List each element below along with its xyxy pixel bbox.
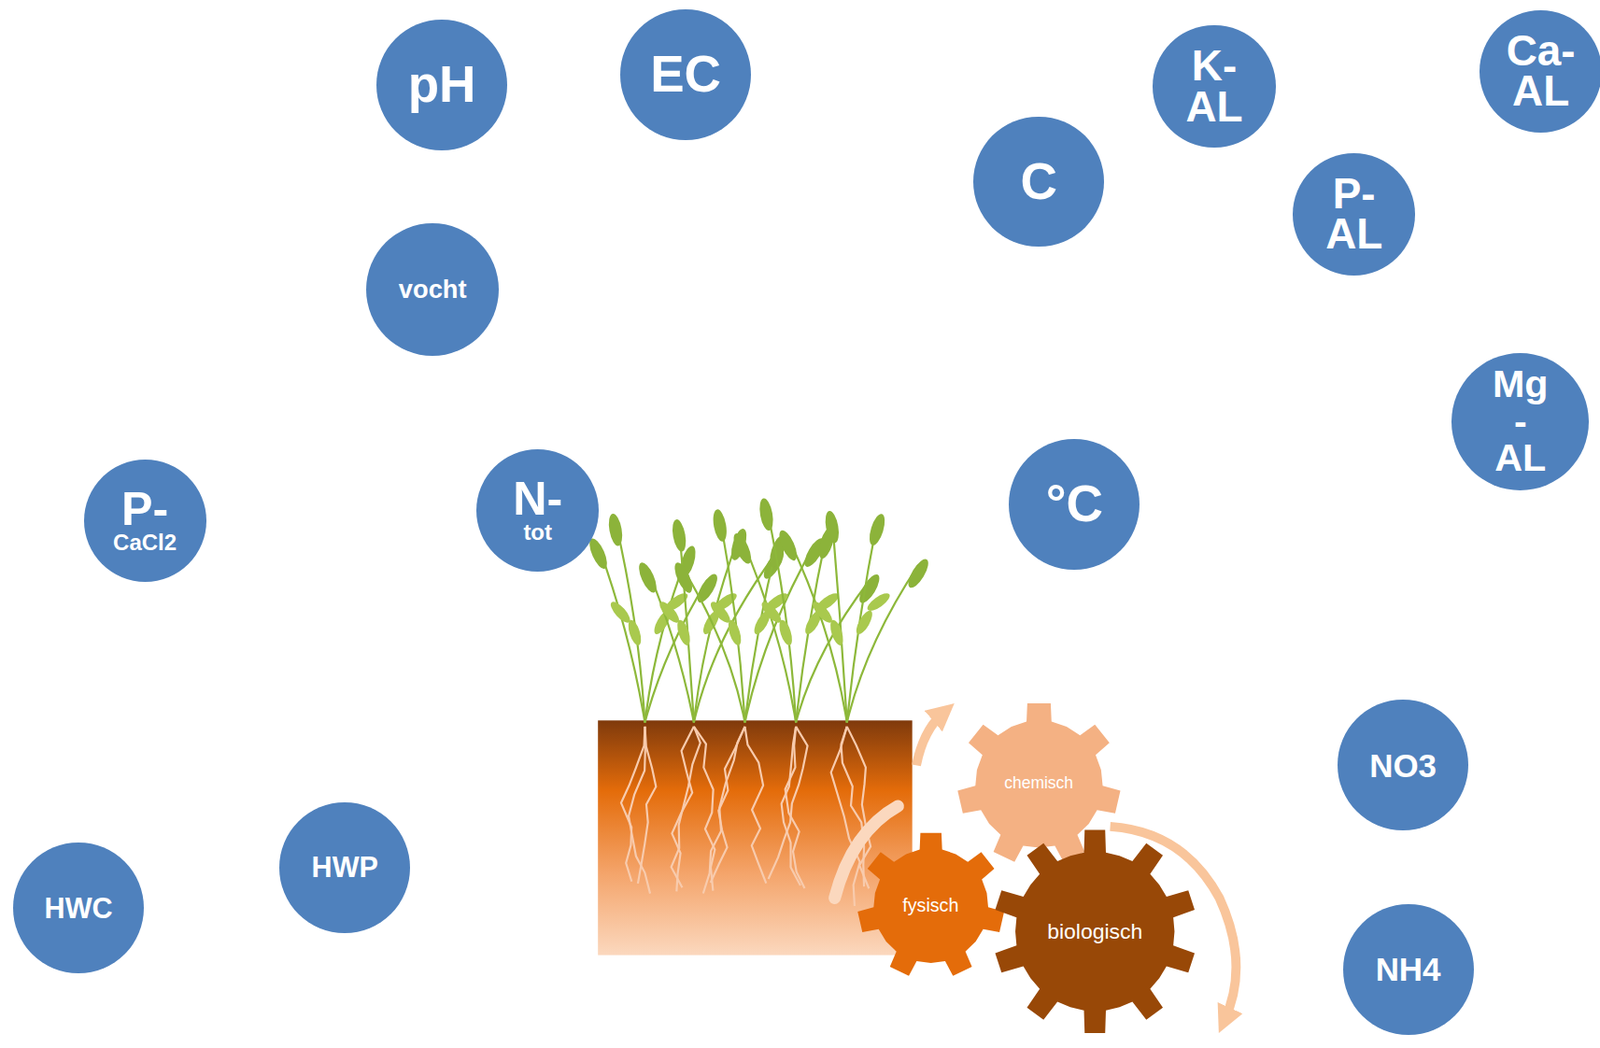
- plant-leaf: [635, 560, 660, 595]
- plant-leaf: [864, 590, 893, 614]
- parameter-label: vocht: [398, 277, 468, 302]
- plant-leaf: [725, 618, 744, 647]
- parameter-circle: HWP: [279, 802, 411, 934]
- plant-stem: [615, 521, 645, 723]
- parameter-circle: vocht: [366, 223, 499, 356]
- parameter-label: NH4: [1375, 953, 1442, 985]
- plant-leaf: [827, 618, 846, 647]
- parameter-circle: K- AL: [1152, 25, 1275, 148]
- plant-leaf: [776, 527, 801, 563]
- cycle-arrow: [916, 712, 944, 766]
- plant-leaf: [866, 511, 889, 547]
- plant-stem: [795, 580, 870, 723]
- parameter-label: HWC: [44, 894, 114, 922]
- parameter-label: HWP: [311, 853, 379, 881]
- parameter-circle: Mg -AL: [1451, 353, 1589, 491]
- gear-label: biologisch: [1047, 920, 1143, 944]
- parameter-circle: °C: [1008, 438, 1140, 570]
- root: [693, 726, 715, 892]
- plant-stem: [647, 569, 694, 723]
- parameter-label: CaCl2: [113, 532, 177, 554]
- plant-leaf: [707, 598, 734, 625]
- plant-leaf: [809, 598, 836, 625]
- gear-body: [994, 830, 1195, 1034]
- root: [768, 726, 808, 879]
- root: [710, 726, 746, 883]
- plant-leaf: [730, 531, 755, 567]
- root: [745, 726, 767, 884]
- plant-stem: [847, 565, 919, 723]
- plant-leaf: [905, 556, 933, 592]
- plant-leaf: [674, 618, 693, 647]
- gear-label: fysisch: [902, 895, 959, 917]
- plant-leaf: [853, 608, 877, 637]
- parameter-circle: HWC: [13, 842, 144, 974]
- parameter-circle: EC: [620, 9, 751, 141]
- parameter-label: NO3: [1369, 750, 1437, 781]
- parameter-circle: P-CaCl2: [84, 459, 207, 582]
- gear-shape: fysisch: [857, 832, 1005, 979]
- plant-leaf: [758, 598, 784, 625]
- plant-leaf: [608, 598, 634, 625]
- plant-leaf: [671, 560, 696, 595]
- root: [671, 726, 701, 888]
- parameter-circle: P- AL: [1292, 153, 1416, 276]
- parameter-circle: NO3: [1337, 699, 1469, 831]
- parameter-circle: N-tot: [476, 449, 599, 572]
- plants: [585, 496, 932, 723]
- parameter-circle: NH4: [1343, 904, 1474, 1035]
- parameter-circle: C: [973, 116, 1105, 248]
- plant-leaf: [822, 509, 841, 545]
- plant-leaf: [710, 508, 729, 543]
- parameter-label: tot: [523, 522, 553, 544]
- plant-stem: [742, 540, 796, 723]
- plant-stem: [788, 537, 848, 723]
- parameter-label: C: [1019, 157, 1057, 207]
- roots: [621, 726, 871, 907]
- parameter-circle: pH: [376, 19, 508, 151]
- plant-stem: [693, 556, 775, 723]
- gear-shape: biologisch: [992, 829, 1197, 1034]
- gear-label: chemisch: [1004, 774, 1074, 793]
- parameter-label: N-: [512, 477, 563, 523]
- plant-leaf: [757, 496, 776, 532]
- parameter-label: °C: [1046, 480, 1104, 529]
- plant-leaf: [656, 598, 682, 625]
- plant-stem: [598, 545, 646, 723]
- root: [703, 726, 746, 894]
- parameter-label: P-: [121, 487, 169, 533]
- plant-stem: [847, 521, 878, 723]
- plant-leaf: [670, 518, 689, 553]
- plant-stem: [683, 569, 746, 723]
- parameter-circle: Ca- AL: [1479, 10, 1600, 133]
- parameter-label: K- AL: [1185, 45, 1243, 128]
- gear-body: [857, 833, 1005, 977]
- parameter-label: Ca- AL: [1506, 30, 1576, 113]
- parameter-label: Mg -AL: [1492, 366, 1549, 477]
- plant-leaf: [607, 512, 625, 548]
- root: [637, 726, 656, 884]
- plant-leaf: [777, 618, 795, 647]
- parameter-label: P- AL: [1325, 173, 1383, 255]
- root: [785, 726, 806, 889]
- parameter-label: pH: [408, 60, 477, 110]
- parameter-label: EC: [650, 50, 722, 100]
